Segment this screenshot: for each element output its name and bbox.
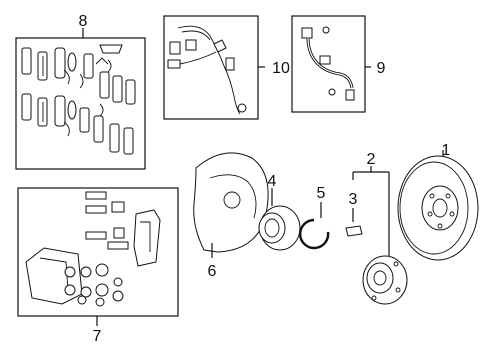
callout-9: 9 [377, 60, 386, 77]
pad-kit-illustration [21, 44, 136, 155]
caliper-group: 7 [17, 187, 179, 345]
splash-shield-group: 6 [193, 152, 269, 280]
caliper-illustration [25, 191, 161, 307]
hub-bolt [345, 225, 363, 237]
pad-kit-box [15, 37, 146, 170]
callout-3: 3 [349, 191, 358, 208]
callout-5: 5 [317, 185, 326, 202]
sensor-group: 10 [163, 15, 290, 120]
callout-4: 4 [268, 173, 277, 190]
bearing-group: 4 [258, 173, 301, 251]
snap-ring-group: 5 [298, 185, 330, 250]
callout-10: 10 [272, 60, 290, 77]
pad-kit-group: 8 [15, 13, 146, 170]
callout-6: 6 [208, 263, 217, 280]
splash-shield [193, 152, 269, 253]
callout-7: 7 [93, 328, 102, 345]
hose-box [291, 15, 366, 113]
callout-2: 2 [367, 151, 376, 168]
hose-group: 9 [291, 15, 386, 113]
snap-ring [298, 218, 330, 250]
callout-8: 8 [79, 13, 88, 30]
rotor-group: 1 [397, 142, 479, 261]
callout-1: 1 [442, 142, 451, 159]
sensor-illustration [167, 25, 247, 115]
hub-group: 2 3 [345, 151, 408, 305]
hose-illustration [301, 26, 355, 101]
caliper-box [17, 187, 179, 317]
